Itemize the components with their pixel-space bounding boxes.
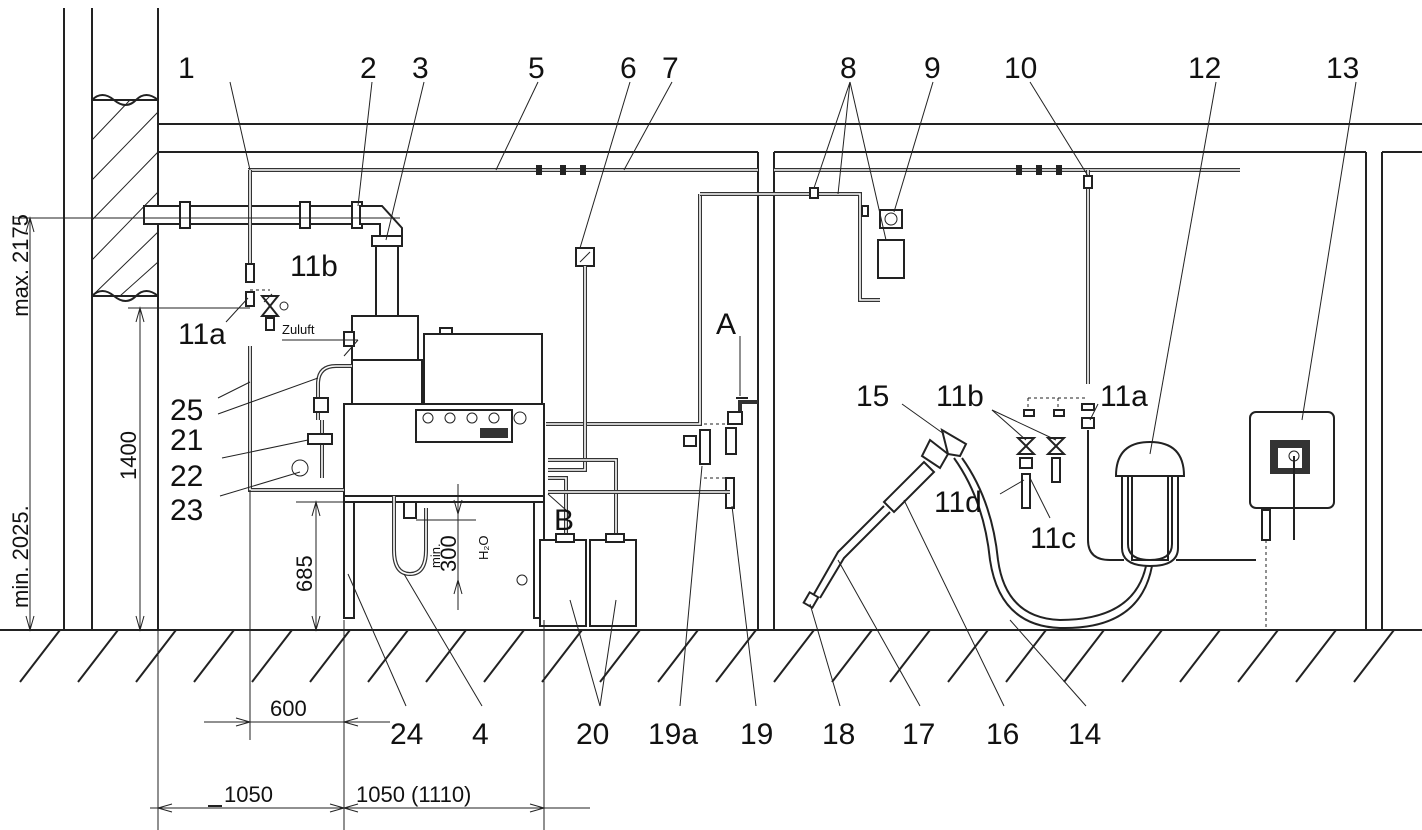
callout-16: 16: [986, 718, 1019, 751]
building-structure: [0, 8, 1422, 683]
dim-h2o-label: H₂O: [476, 535, 491, 560]
floor-hatch-line: [541, 629, 583, 683]
component-6-sensor: [548, 247, 595, 472]
callout-11a-right: 11a: [1100, 380, 1148, 413]
callout-19a: 19a: [648, 718, 698, 751]
callout-25: 25: [170, 394, 203, 427]
dim-min-height: min. 2025.: [8, 505, 33, 608]
floor-hatch-line: [889, 629, 931, 683]
dimension-lines: [14, 216, 590, 830]
dim-width-1050: 1050: [224, 782, 273, 807]
floor-hatch-line: [77, 629, 119, 683]
dim-height-685: 685: [292, 555, 317, 592]
floor-hatch-line: [1353, 629, 1395, 683]
floor-hatch-line: [425, 629, 467, 683]
ceiling-supply-line: [245, 165, 1240, 426]
callout-9: 9: [924, 52, 941, 85]
callout-22: 22: [170, 460, 203, 493]
callout-11d: 11d: [934, 486, 982, 519]
callout-1: 1: [178, 52, 195, 85]
callout-21: 21: [170, 424, 203, 457]
spray-gun-and-lance: [802, 427, 968, 610]
floor-hatch-line: [309, 629, 351, 683]
dim-max-height: max. 2175: [8, 214, 33, 317]
dim-height-1400: 1400: [116, 431, 141, 480]
callout-11c: 11c: [1030, 522, 1076, 555]
callout-8: 8: [840, 52, 857, 85]
floor-hatch-line: [483, 629, 525, 683]
hose-reel: [953, 430, 1256, 630]
floor-hatch-line: [947, 629, 989, 683]
component-9-unit: [877, 209, 905, 279]
dim-width-600: 600: [270, 696, 307, 721]
chemical-canisters: [539, 458, 637, 627]
floor-hatch-line: [715, 629, 757, 683]
callout-A: A: [716, 308, 736, 341]
dim-water-300: 300: [436, 535, 461, 572]
floor-hatch-line: [599, 629, 641, 683]
callout-7: 7: [662, 52, 679, 85]
right-shutoff-valves: [1015, 397, 1095, 509]
floor-hatch-line: [831, 629, 873, 683]
callout-20: 20: [576, 718, 609, 751]
callout-19: 19: [740, 718, 773, 751]
callout-3: 3: [412, 52, 429, 85]
callout-B: B: [554, 504, 574, 537]
callout-11a-left: 11a: [178, 318, 226, 351]
callout-17: 17: [902, 718, 935, 751]
callout-4: 4: [472, 718, 489, 751]
dim-min-water-label: min.: [428, 543, 443, 568]
callout-10: 10: [1004, 52, 1037, 85]
floor-hatch-line: [657, 629, 699, 683]
floor-hatch-line: [19, 629, 61, 683]
dimension-labels: max. 2175 min. 2025. 1400 685 min. 300 H…: [8, 214, 491, 807]
floor-hatch-line: [1237, 629, 1279, 683]
floor-hatch-line: [1121, 629, 1163, 683]
high-pressure-cleaner-unit: [248, 315, 545, 619]
callout-11b-left: 11b: [290, 250, 338, 283]
remote-control-box: [1080, 411, 1335, 631]
callout-24: 24: [390, 718, 423, 751]
callout-18: 18: [822, 718, 855, 751]
floor-hatch-line: [773, 629, 815, 683]
callout-12: 12: [1188, 52, 1221, 85]
water-tap-and-valves: [548, 397, 758, 509]
callout-5: 5: [528, 52, 545, 85]
floor-hatch-line: [193, 629, 235, 683]
callout-2: 2: [360, 52, 377, 85]
callout-14: 14: [1068, 718, 1101, 751]
floor-hatch-line: [1005, 629, 1047, 683]
callout-11b-right: 11b: [936, 380, 984, 413]
callout-23: 23: [170, 494, 203, 527]
callout-leaders: [217, 81, 1357, 707]
callout-6: 6: [620, 52, 637, 85]
callout-labels: 1 2 3 5 6 7 8 9 10 12 13 11b 11a A B 15 …: [170, 52, 1359, 751]
floor-hatch-line: [1063, 629, 1105, 683]
floor-hatch-line: [251, 629, 293, 683]
dim-width-1050-1110: 1050 (1110): [356, 782, 471, 807]
callout-13: 13: [1326, 52, 1359, 85]
floor-hatch-line: [1295, 629, 1337, 683]
floor-hatch-line: [367, 629, 409, 683]
floor-hatch-line: [135, 629, 177, 683]
zuluft-label: Zuluft: [282, 322, 315, 337]
floor-hatch-line: [1179, 629, 1221, 683]
callout-15: 15: [856, 380, 889, 413]
